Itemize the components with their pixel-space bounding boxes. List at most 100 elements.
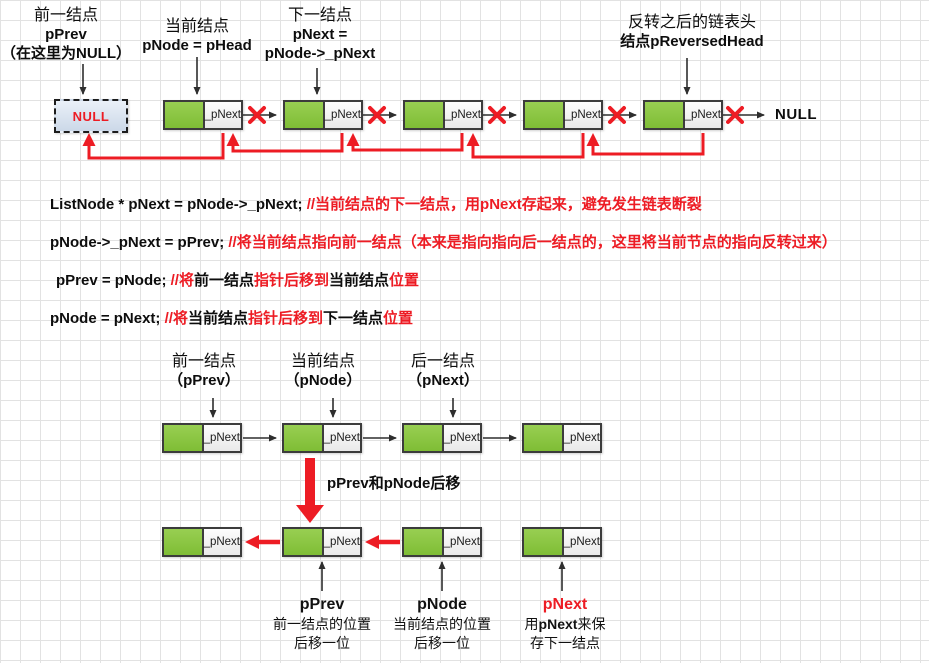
code-line-1: ListNode * pNext = pNode->_pNext; //当前结点… [50,193,702,214]
null-end-text: NULL [775,106,817,123]
code-line-2-code: pNode->_pNext = pPrev; [50,234,229,251]
broken-link-x-icon [248,106,744,124]
node-pnext-cell: _pNext [203,425,240,451]
code-line-4: pNode = pNext; //将当前结点指针后移到下一结点位置 [50,307,413,328]
code-line-4-seg: 下一结点 [322,310,383,327]
node-pnext-label: _pNext [323,536,360,548]
label-prev-node: 前一结点 pPrev （在这里为NULL） [0,6,132,63]
node-pnext-label: _pNext [323,432,360,444]
code-line-3-code: pPrev = pNode; [56,272,171,289]
mid-label-cur: 当前结点 （pNode） [263,352,383,390]
code-line-2-comment: //将当前结点指向前一结点（本来是指向指向后一结点的，这里将当前节点的指向反转过… [228,234,837,251]
bottom-label-pnext: pNext 用pNext来保 存下一结点 [490,595,640,653]
node-data-cell [404,425,444,451]
shift-down-arrow [296,458,324,523]
node-data-cell [405,102,445,128]
node-pnext-cell: _pNext [443,529,480,555]
node-pnext-cell: _pNext [323,529,360,555]
bottom-node-2: _pNext [282,527,362,557]
code-line-4-seg: 当前结点 [187,310,248,327]
bottom-pprev-line1: 前一结点的位置 [273,616,371,632]
code-line-3-seg: 指针后移到 [253,272,329,289]
node-pnext-label: _pNext [324,109,361,121]
node-pnext-label: _pNext [564,109,601,121]
bottom-pnext-title: pNext [542,596,588,613]
node-pnext-cell: _pNext [444,102,481,128]
node-pnext-cell: _pNext [443,425,480,451]
label-prev-line2: pPrev [45,26,87,43]
code-line-3-seg: 位置 [389,272,420,289]
node-data-cell [524,529,564,555]
mid-label-next-line1: 后一结点 [410,353,475,370]
node-data-cell [404,529,444,555]
code-line-1-comment: //当前结点的下一结点，用pNext存起来，避免发生链表断裂 [306,196,702,213]
top-label-pointers [79,57,691,95]
code-line-4-seg: //将 [164,310,188,327]
label-current-line1: 当前结点 [164,18,229,35]
label-prev-line1: 前一结点 [33,7,98,24]
node-pnext-cell: _pNext [324,102,361,128]
node-data-cell [164,529,204,555]
bottom-pnode-title: pNode [417,596,467,613]
label-next-line3: pNode->_pNext [264,45,376,62]
code-line-2: pNode->_pNext = pPrev; //将当前结点指向前一结点（本来是… [50,231,837,252]
node-pnext-label: _pNext [563,432,600,444]
node-pnext-cell: _pNext [204,102,241,128]
label-current-line2: pNode = pHead [142,37,252,54]
mid-label-next-line2: （pNext） [407,372,479,389]
node-pnext-label: _pNext [443,536,480,548]
code-line-4-code: pNode = pNext; [50,310,165,327]
node-pnext-cell: _pNext [323,425,360,451]
bottom-label-pnode: pNode 当前结点的位置 后移一位 [367,595,517,653]
bottom-pnext-line1-prefix: 用 [524,616,539,632]
node-data-cell [645,102,685,128]
mid-node-4: _pNext [522,423,602,453]
node-data-cell [165,102,205,128]
middle-label-pointers [209,398,457,418]
bottom-pnext-line1-suffix: 来保 [577,616,606,632]
node-data-cell [525,102,565,128]
mid-node-1: _pNext [162,423,242,453]
top-node-4: _pNext [523,100,603,130]
top-node-3: _pNext [403,100,483,130]
mid-label-cur-line2: （pNode） [284,372,362,389]
bottom-pprev-title: pPrev [299,596,345,613]
bottom-node-4: _pNext [522,527,602,557]
bottom-label-pprev: pPrev 前一结点的位置 后移一位 [247,595,397,653]
top-node-2: _pNext [283,100,363,130]
mid-node-2: _pNext [282,423,362,453]
bottom-pnext-line1-bold: pNext [538,616,578,632]
bottom-pnode-line1: 当前结点的位置 [393,616,491,632]
node-pnext-label: _pNext [684,109,721,121]
node-pnext-label: _pNext [443,432,480,444]
mid-label-prev: 前一结点 （pPrev） [144,352,264,390]
top-node-5: _pNext [643,100,723,130]
top-node-1: _pNext [163,100,243,130]
mid-label-next: 后一结点 （pNext） [383,352,503,390]
bottom-pnode-line2: 后移一位 [414,635,470,651]
node-pnext-cell: _pNext [563,425,600,451]
code-line-4-seg: 指针后移到 [247,310,323,327]
code-line-4-seg: 位置 [383,310,414,327]
node-pnext-label: _pNext [444,109,481,121]
node-data-cell [285,102,325,128]
node-pnext-cell: _pNext [563,529,600,555]
node-data-cell [164,425,204,451]
bottom-label-pointers [318,561,566,591]
label-reversed-line2: 结点pReversedHead [620,33,764,50]
node-pnext-label: _pNext [204,109,241,121]
node-pnext-label: _pNext [203,432,240,444]
bottom-pprev-line2: 后移一位 [294,635,350,651]
node-pnext-label: _pNext [203,536,240,548]
null-box-label: NULL [72,108,110,124]
code-line-3: pPrev = pNode; //将前一结点指针后移到当前结点位置 [56,269,419,290]
shift-caption: pPrev和pNode后移 [327,475,461,492]
label-next-line1: 下一结点 [287,7,352,24]
mid-label-prev-line1: 前一结点 [171,353,236,370]
bottom-node-3: _pNext [402,527,482,557]
node-data-cell [284,529,324,555]
mid-node-3: _pNext [402,423,482,453]
code-line-1-code: ListNode * pNext = pNode->_pNext; [50,196,307,213]
